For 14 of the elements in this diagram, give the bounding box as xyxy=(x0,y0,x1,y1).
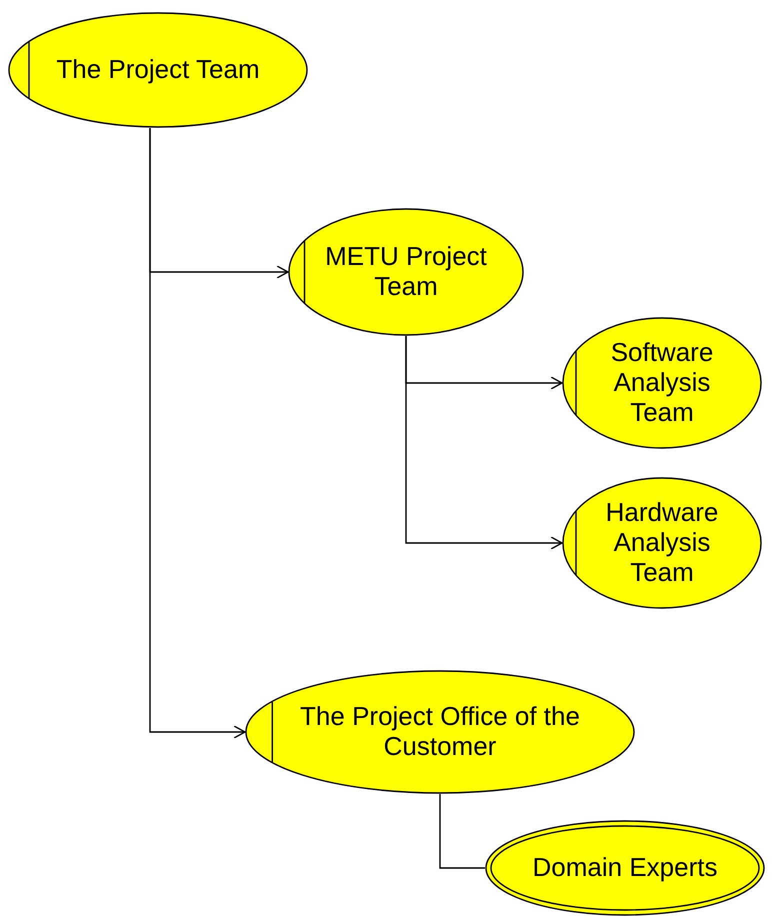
ellipse-node xyxy=(8,12,308,128)
node-label: Hardware Analysis Team xyxy=(604,498,720,588)
connector-arrow xyxy=(405,336,563,550)
node-label: The Project Office of the Customer xyxy=(299,702,581,762)
connector-arrow xyxy=(149,128,246,739)
node-label: METU Project Team xyxy=(324,242,488,302)
ellipse-node xyxy=(562,477,762,609)
ellipse-node xyxy=(562,317,762,449)
node-label: The Project Team xyxy=(55,55,261,85)
node-label: Domain Experts xyxy=(532,853,718,883)
ellipse-node xyxy=(245,670,635,794)
node-label: Software Analysis Team xyxy=(610,338,714,428)
ellipse-node xyxy=(485,820,765,916)
ellipse-node xyxy=(288,208,524,336)
